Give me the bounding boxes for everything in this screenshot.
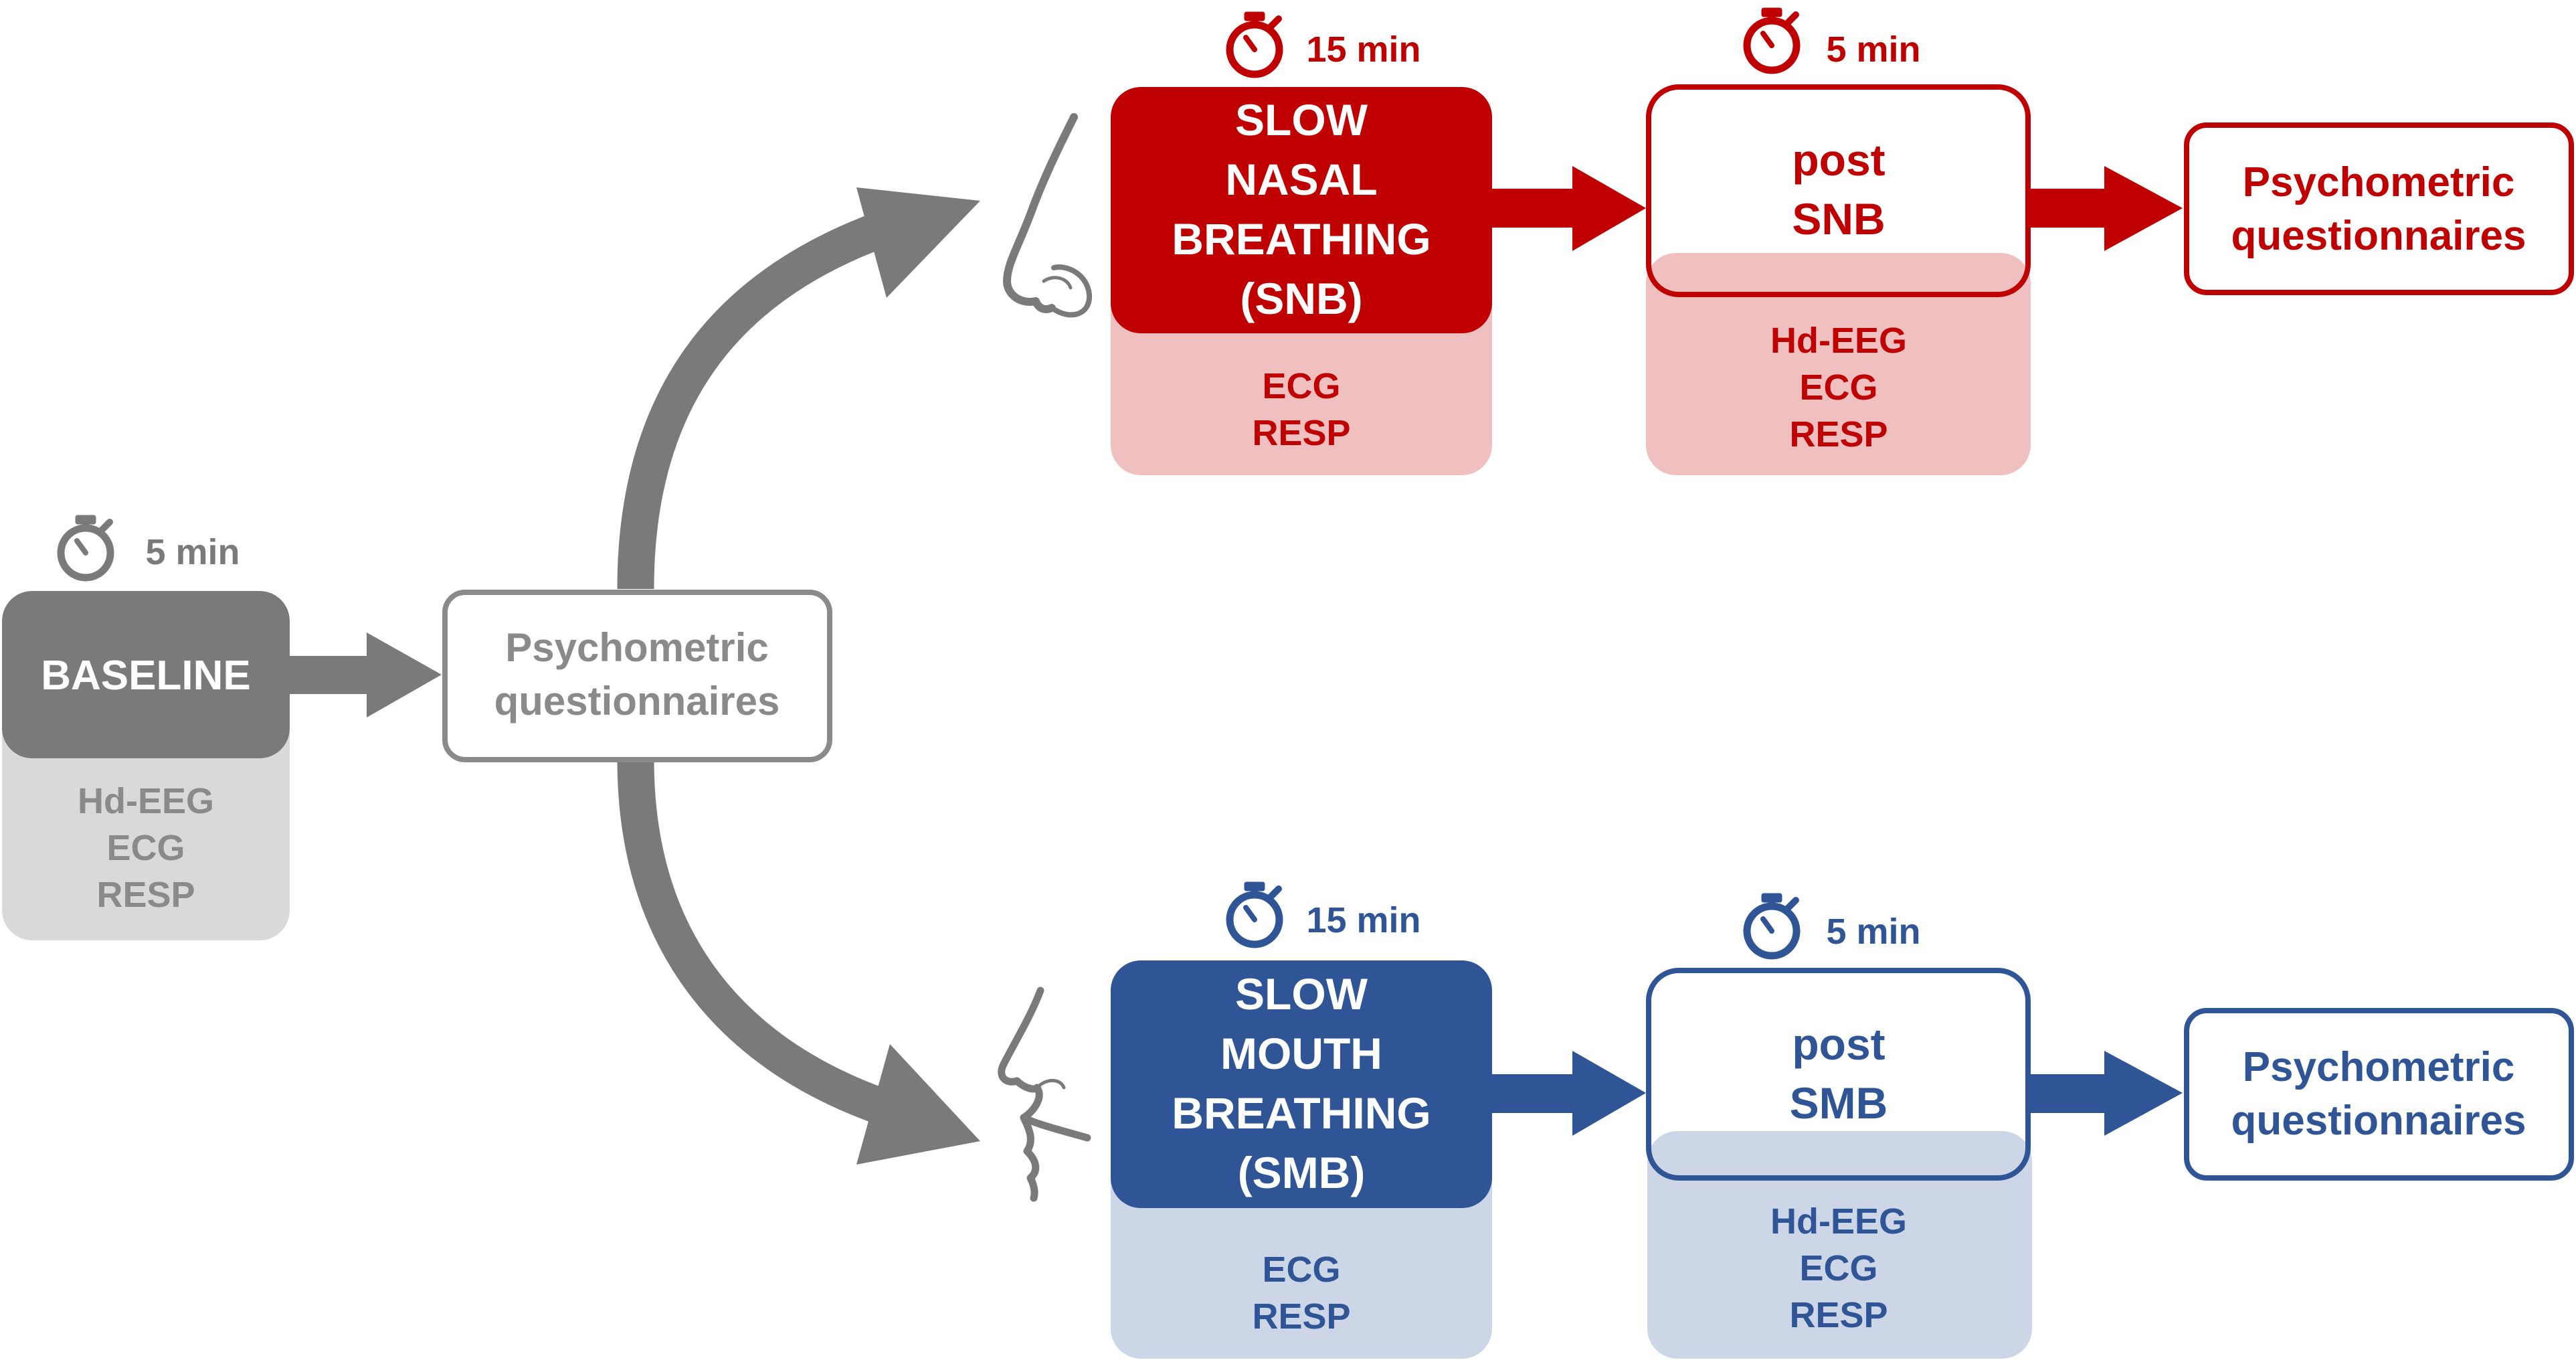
- nasal-arrow-to-post: [1492, 166, 1646, 251]
- mouth-post-title-2: SMB: [1790, 1078, 1888, 1128]
- baseline-rec-2: ECG: [106, 828, 185, 868]
- nasal-questionnaire-line1: Psychometric: [2243, 159, 2515, 205]
- mouth-breathing-rec-1: ECG: [1262, 1250, 1340, 1290]
- nose-icon: [1003, 113, 1093, 318]
- baseline-arrow: [290, 632, 442, 717]
- mouth-post-box: [1646, 968, 2031, 1181]
- nasal-questionnaire-box: [2184, 122, 2574, 295]
- mouth-breathing-duration: 15 min: [1306, 900, 1420, 940]
- mouth-post-duration: 5 min: [1826, 912, 1920, 952]
- stopwatch-icon: [1230, 882, 1279, 944]
- baseline-timer: 5 min: [61, 515, 240, 578]
- baseline-recordings-box: [2, 699, 290, 940]
- baseline-duration: 5 min: [145, 532, 240, 572]
- stopwatch-icon: [1747, 893, 1797, 956]
- nasal-post-timer: 5 min: [1747, 8, 1921, 70]
- mouth-breathing-timer: 15 min: [1230, 882, 1421, 944]
- baseline-block: 5 min BASELINE Hd-EEG ECG RESP: [2, 515, 290, 940]
- nasal-questionnaire-line2: questionnaires: [2231, 213, 2526, 259]
- nasal-breathing-title-3: BREATHING: [1172, 214, 1431, 264]
- nasal-post-title-2: SNB: [1792, 194, 1885, 244]
- mouth-post-title-1: post: [1792, 1019, 1885, 1069]
- center-questionnaire-box: Psychometric questionnaires: [442, 590, 832, 762]
- mouth-breathing-title-1: SLOW: [1235, 969, 1368, 1019]
- mouth-breathing-title-3: BREATHING: [1172, 1088, 1431, 1138]
- nasal-breathing-title-1: SLOW: [1235, 95, 1368, 145]
- mouth-breathing-rec-2: RESP: [1252, 1296, 1350, 1337]
- nasal-branch: 15 min SLOW NASAL BREATHING (SNB) ECG RE…: [1111, 8, 2574, 475]
- mouth-post-rec-2: ECG: [1799, 1248, 1877, 1288]
- nasal-arrow-to-questionnaire: [2031, 166, 2183, 251]
- nasal-breathing-rec-2: RESP: [1252, 413, 1350, 453]
- nasal-breathing-box: [1111, 87, 1492, 333]
- mouth-questionnaire-line1: Psychometric: [2243, 1044, 2515, 1090]
- mouth-breathing-box: [1111, 960, 1492, 1208]
- branch-arrow-down: [617, 759, 980, 1165]
- stopwatch-icon: [1747, 8, 1797, 70]
- mouth-breathing-title-2: MOUTH: [1220, 1029, 1382, 1078]
- nasal-post-duration: 5 min: [1826, 29, 1920, 70]
- mouth-post-timer: 5 min: [1747, 893, 1921, 956]
- nasal-breathing-duration: 15 min: [1306, 29, 1420, 70]
- stopwatch-icon: [1230, 12, 1279, 74]
- baseline-rec-1: Hd-EEG: [78, 781, 214, 821]
- baseline-box: [2, 591, 290, 758]
- nasal-post-rec-3: RESP: [1789, 414, 1888, 454]
- stopwatch-icon: [61, 515, 110, 578]
- center-questionnaire-line1: Psychometric: [505, 625, 769, 670]
- mouth-questionnaire-box: [2184, 1008, 2574, 1181]
- nasal-post-title-1: post: [1792, 135, 1885, 185]
- nasal-post-rec-1: Hd-EEG: [1770, 321, 1907, 361]
- branch-arrow-up: [617, 187, 980, 590]
- nasal-breathing-rec-1: ECG: [1262, 366, 1340, 406]
- mouth-questionnaire-line2: questionnaires: [2231, 1098, 2526, 1144]
- mouth-post-rec-3: RESP: [1789, 1295, 1888, 1335]
- nasal-post-rec-2: ECG: [1799, 367, 1877, 408]
- nasal-post-recordings-box: [1646, 253, 2031, 475]
- baseline-title: BASELINE: [41, 653, 250, 699]
- mouth-breathing-title-4: (SMB): [1238, 1148, 1366, 1197]
- mouth-post-rec-1: Hd-EEG: [1770, 1201, 1907, 1242]
- mouth-arrow-to-post: [1492, 1051, 1646, 1136]
- mouth-arrow-to-questionnaire: [2031, 1051, 2183, 1136]
- center-questionnaire-line2: questionnaires: [494, 679, 780, 723]
- nasal-breathing-title-4: (SNB): [1240, 274, 1362, 323]
- mouth-post-recordings-box: [1647, 1131, 2032, 1359]
- nasal-breathing-timer: 15 min: [1230, 12, 1421, 74]
- baseline-rec-3: RESP: [96, 875, 195, 915]
- mouth-profile-icon: [998, 987, 1091, 1202]
- nasal-breathing-title-2: NASAL: [1225, 155, 1377, 204]
- mouth-branch: 15 min SLOW MOUTH BREATHING (SMB) ECG RE…: [1111, 882, 2574, 1359]
- nasal-post-box: [1646, 84, 2031, 297]
